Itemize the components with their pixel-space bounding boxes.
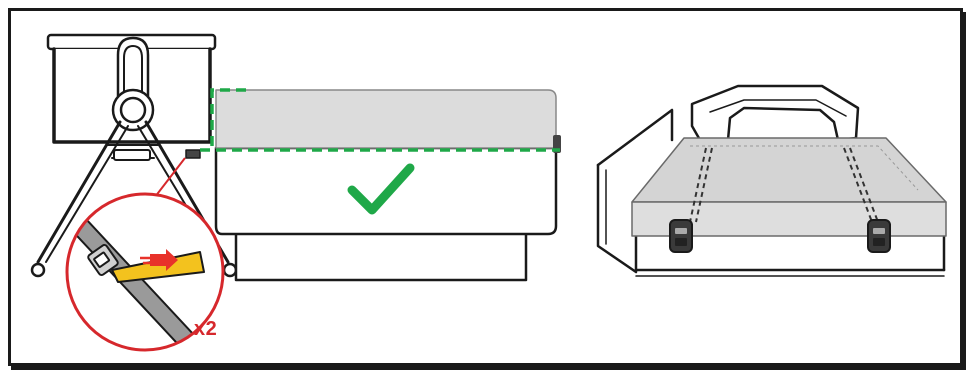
strap-clip — [867, 219, 891, 253]
bed-with-crib-perspective-view — [596, 84, 946, 277]
bedside-crib-side-view — [30, 33, 238, 278]
under-mattress-straps — [689, 147, 879, 223]
alignment-guide-dashed — [200, 88, 560, 152]
checkmark-icon — [347, 163, 415, 215]
strap-detail-callout — [65, 192, 225, 352]
strap-clip — [669, 219, 693, 253]
arrow-right-icon — [140, 249, 178, 271]
quantity-label: x2 — [194, 318, 218, 340]
adult-bed-side-view — [214, 89, 561, 282]
